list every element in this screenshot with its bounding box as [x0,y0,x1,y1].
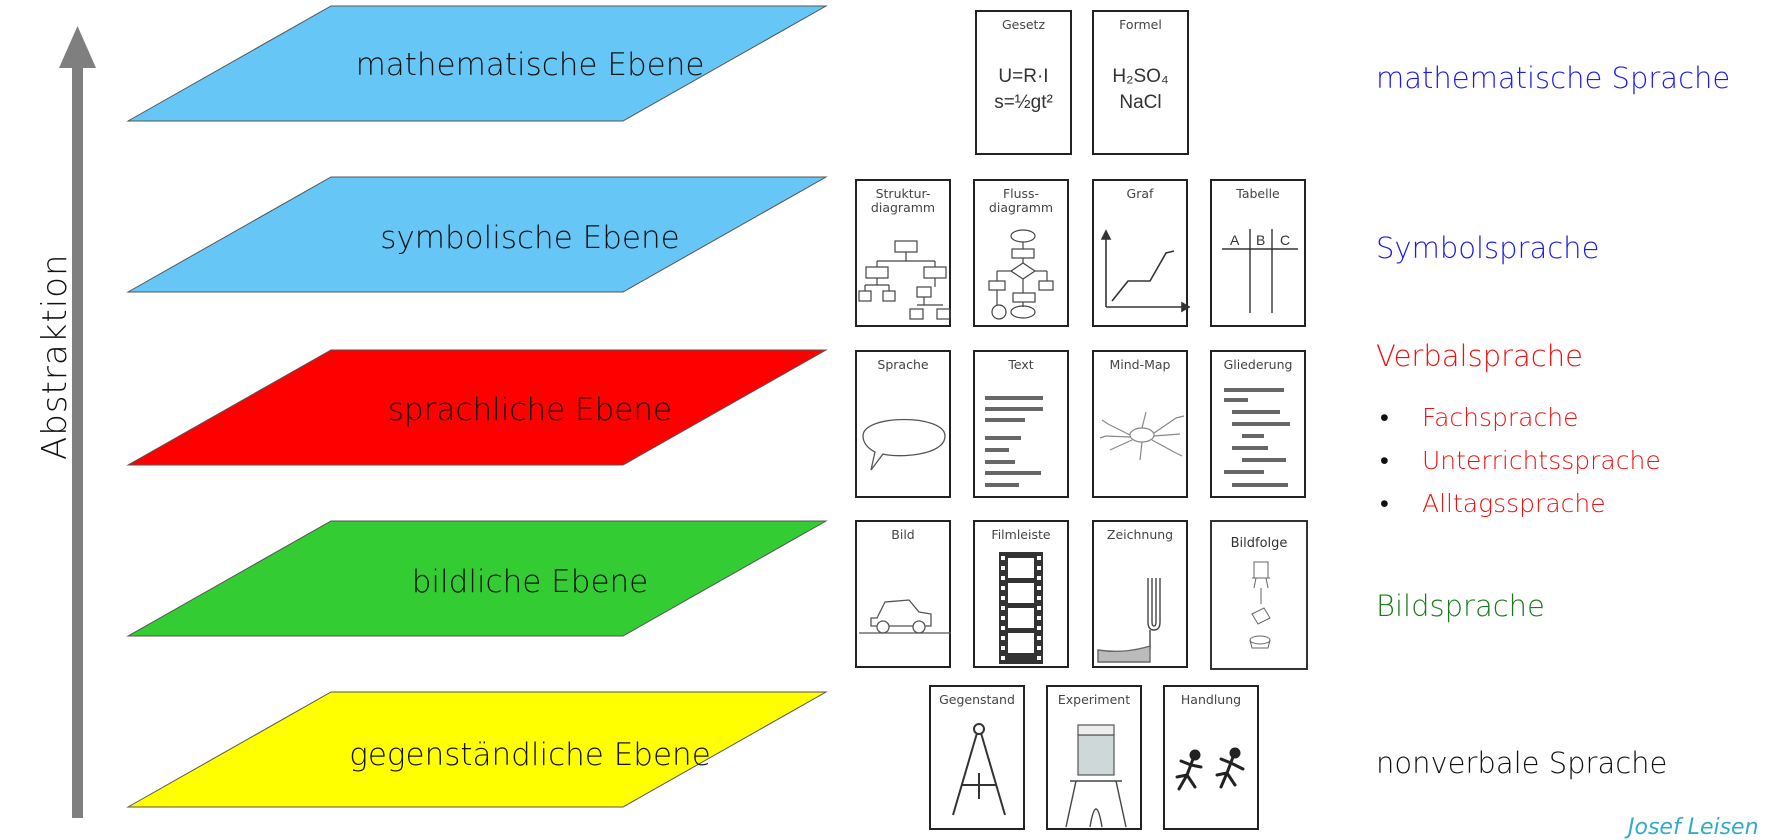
list-item: •Fachsprache [1380,403,1579,432]
table-header-b: B [1256,232,1266,248]
table-icon [1222,229,1298,313]
verbal-item-label: Alltagssprache [1422,489,1606,518]
card-title: Tabelle [1236,186,1280,201]
card-drawing: Zeichnung [1092,520,1188,668]
level-plane-verbal [126,349,828,466]
card-flow-diagram: Fluss-diagramm [973,179,1069,327]
card-title: Mind-Map [1109,357,1171,372]
running-figures-icon [1175,747,1245,791]
card-title: Zeichnung [1106,527,1174,542]
card-mind-map: Mind-Map [1092,350,1188,498]
language-pictorial: Bildsprache [1376,589,1545,623]
card-image-sequence: Bildfolge [1210,520,1308,670]
verbal-item-label: Unterrichtssprache [1422,446,1661,475]
u-tube-icon [1097,578,1161,663]
formula-line: U=R·I [998,66,1049,87]
card-text: Text [973,350,1069,498]
card-picture: Bild [855,520,951,668]
formula-line: H₂SO₄ [1112,66,1169,87]
level-plane-mathematical [126,5,828,122]
film-strip-icon [999,552,1043,664]
verbal-item-label: Fachsprache [1422,403,1579,432]
card-title: Formel [1119,17,1162,32]
level-plane-concrete [126,691,828,808]
speech-bubble-icon [862,418,946,471]
card-title: Experiment [1057,692,1131,707]
level-label-mathematical: mathematische Ebene [355,47,705,83]
card-title: Struktur-diagramm [870,186,936,215]
card-outline: Gliederung [1210,350,1306,498]
car-icon [859,599,951,634]
card-object: Gegenstand [929,685,1025,830]
language-mathematical: mathematische Sprache [1376,61,1731,95]
card-title: Gegenstand [939,692,1015,707]
image-sequence-icon [1249,561,1271,649]
card-title: Graf [1126,186,1154,201]
card-title: Filmleiste [991,527,1051,542]
card-graph: Graf [1092,179,1190,327]
level-label-concrete: gegenständliche Ebene [349,737,711,773]
level-planes [126,5,828,808]
card-title: Gesetz [1001,17,1046,32]
language-verbal: Verbalsprache [1376,339,1583,373]
author-credit: Josef Leisen [1628,815,1759,840]
flow-diagram-icon [988,229,1054,320]
card-title: Sprache [877,357,929,372]
level-label-symbolic: symbolische Ebene [380,220,680,256]
level-label-verbal: sprachliche Ebene [387,392,673,428]
list-item: •Alltagssprache [1380,489,1606,518]
table-header-c: C [1280,232,1291,248]
mind-map-icon [1099,411,1185,461]
beaker-icon [1065,724,1127,828]
level-label-pictorial: bildliche Ebene [411,564,649,600]
card-formula: Formel H₂SO₄ NaCl [1092,10,1189,155]
structure-diagram-icon [858,240,951,320]
compass-icon [952,723,1006,816]
outline-icon [1224,388,1290,487]
card-structure-diagram: Struktur-diagramm [855,179,951,327]
card-film-strip: Filmleiste [973,520,1069,668]
language-concrete: nonverbale Sprache [1376,746,1668,780]
card-title: Gliederung [1223,357,1293,372]
card-title: Bildfolge [1230,536,1288,551]
card-title: Fluss-diagramm [988,186,1054,215]
card-law: Gesetz U=R·I s=½gt² [975,10,1072,155]
formula-line: NaCl [1119,92,1162,113]
abstraction-arrow [59,26,96,818]
level-plane-symbolic [126,176,828,293]
card-title: Text [1008,357,1034,372]
card-action: Handlung [1163,685,1259,830]
card-title: Bild [891,527,915,542]
verbal-language-list: •Fachsprache •Unterrichtssprache •Alltag… [1380,396,1661,525]
chemical-formula-icon: H₂SO₄ NaCl [1094,64,1187,116]
graph-icon [1100,229,1190,313]
level-plane-pictorial [126,520,828,637]
language-symbolic: Symbolsprache [1376,231,1600,265]
list-item: •Unterrichtssprache [1380,446,1661,475]
card-title: Handlung [1180,692,1242,707]
formula-icon: U=R·I s=½gt² [977,64,1070,116]
card-table: Tabelle A B C [1210,179,1306,327]
table-header-a: A [1230,232,1240,248]
text-lines-icon [985,396,1043,487]
card-speech: Sprache [855,350,951,498]
formula-line: s=½gt² [994,92,1053,113]
card-experiment: Experiment [1046,685,1142,830]
